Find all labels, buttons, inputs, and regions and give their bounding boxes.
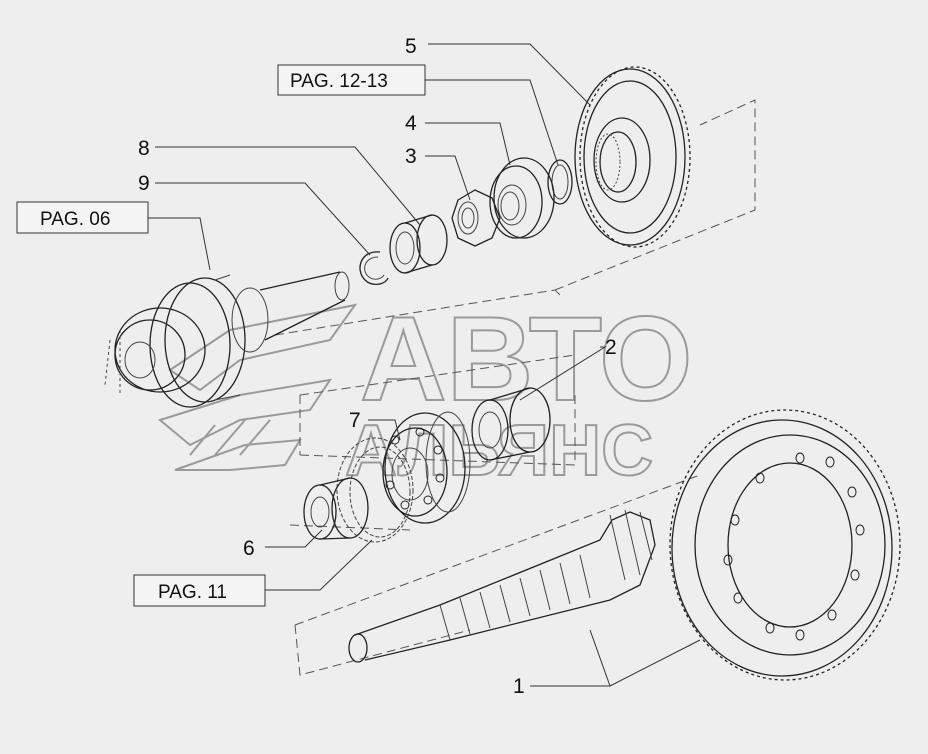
pag-11-box: PAG. 11 [133, 574, 266, 607]
label-6: 6 [243, 537, 255, 560]
label-1: 1 [513, 675, 525, 698]
sleeve-part-8 [389, 214, 448, 274]
snap-ring-part-9 [359, 251, 389, 285]
page-references: PAG. 12-13 PAG. 06 PAG. 11 [16, 64, 426, 607]
watermark-line1: АВТО [360, 292, 692, 426]
bushing-part-2 [471, 387, 551, 461]
gear-part-5 [574, 66, 691, 248]
label-8: 8 [138, 137, 150, 160]
pag-06-text: PAG. 06 [40, 209, 110, 230]
pinion-shaft-part-1 [348, 509, 656, 663]
label-7: 7 [349, 409, 361, 432]
bearing-part-4 [489, 157, 555, 239]
pag-12-13-box: PAG. 12-13 [277, 64, 426, 96]
label-2: 2 [605, 336, 617, 359]
roller-bearing-part-7 [382, 411, 471, 524]
part-labels: 5 4 3 8 9 2 7 6 1 [138, 35, 617, 698]
watermark: АВТО АЛЬЯНС [157, 291, 693, 492]
label-4: 4 [405, 112, 417, 135]
seal-ring-ref-11 [336, 437, 414, 543]
ring-gear-part-1 [669, 409, 901, 681]
watermark-logo-icon [157, 303, 358, 471]
pag-12-13-text: PAG. 12-13 [290, 71, 388, 92]
label-3: 3 [405, 145, 417, 168]
guide-lines [274, 99, 756, 676]
label-9: 9 [138, 172, 150, 195]
spacer-part-6 [303, 477, 369, 540]
shaft-assembly-ref-06 [104, 271, 350, 408]
nut-part-3 [451, 189, 501, 247]
pag-06-box: PAG. 06 [16, 201, 149, 234]
pag-11-text: PAG. 11 [158, 582, 227, 603]
watermark-line2: АЛЬЯНС [345, 411, 653, 491]
leader-lines [148, 43, 701, 687]
label-5: 5 [405, 35, 417, 58]
